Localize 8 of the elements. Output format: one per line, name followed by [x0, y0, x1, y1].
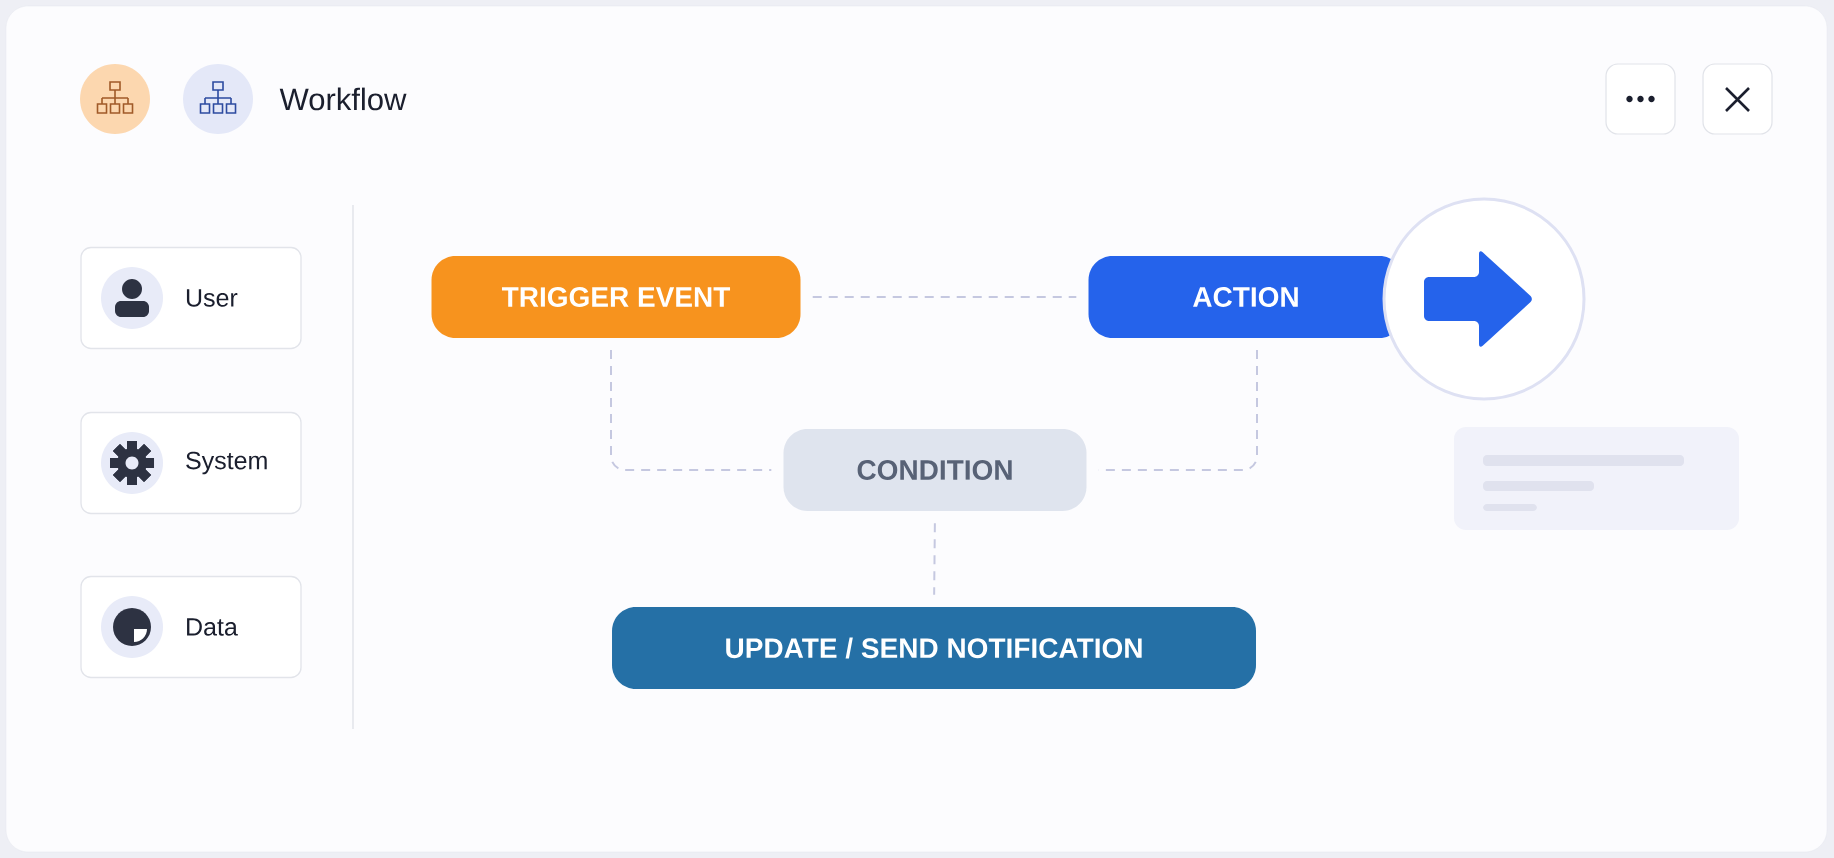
connector: [610, 349, 773, 471]
connector: [933, 522, 936, 596]
title: Workflow: [279, 87, 407, 111]
process-pill: ACTION: [1088, 256, 1404, 338]
process-pill: CONDITION: [783, 429, 1087, 511]
process-pill: TRIGGER EVENT: [431, 256, 801, 338]
process-pill: UPDATE / SEND NOTIFICATION: [612, 607, 1256, 689]
connector: [811, 296, 1078, 298]
